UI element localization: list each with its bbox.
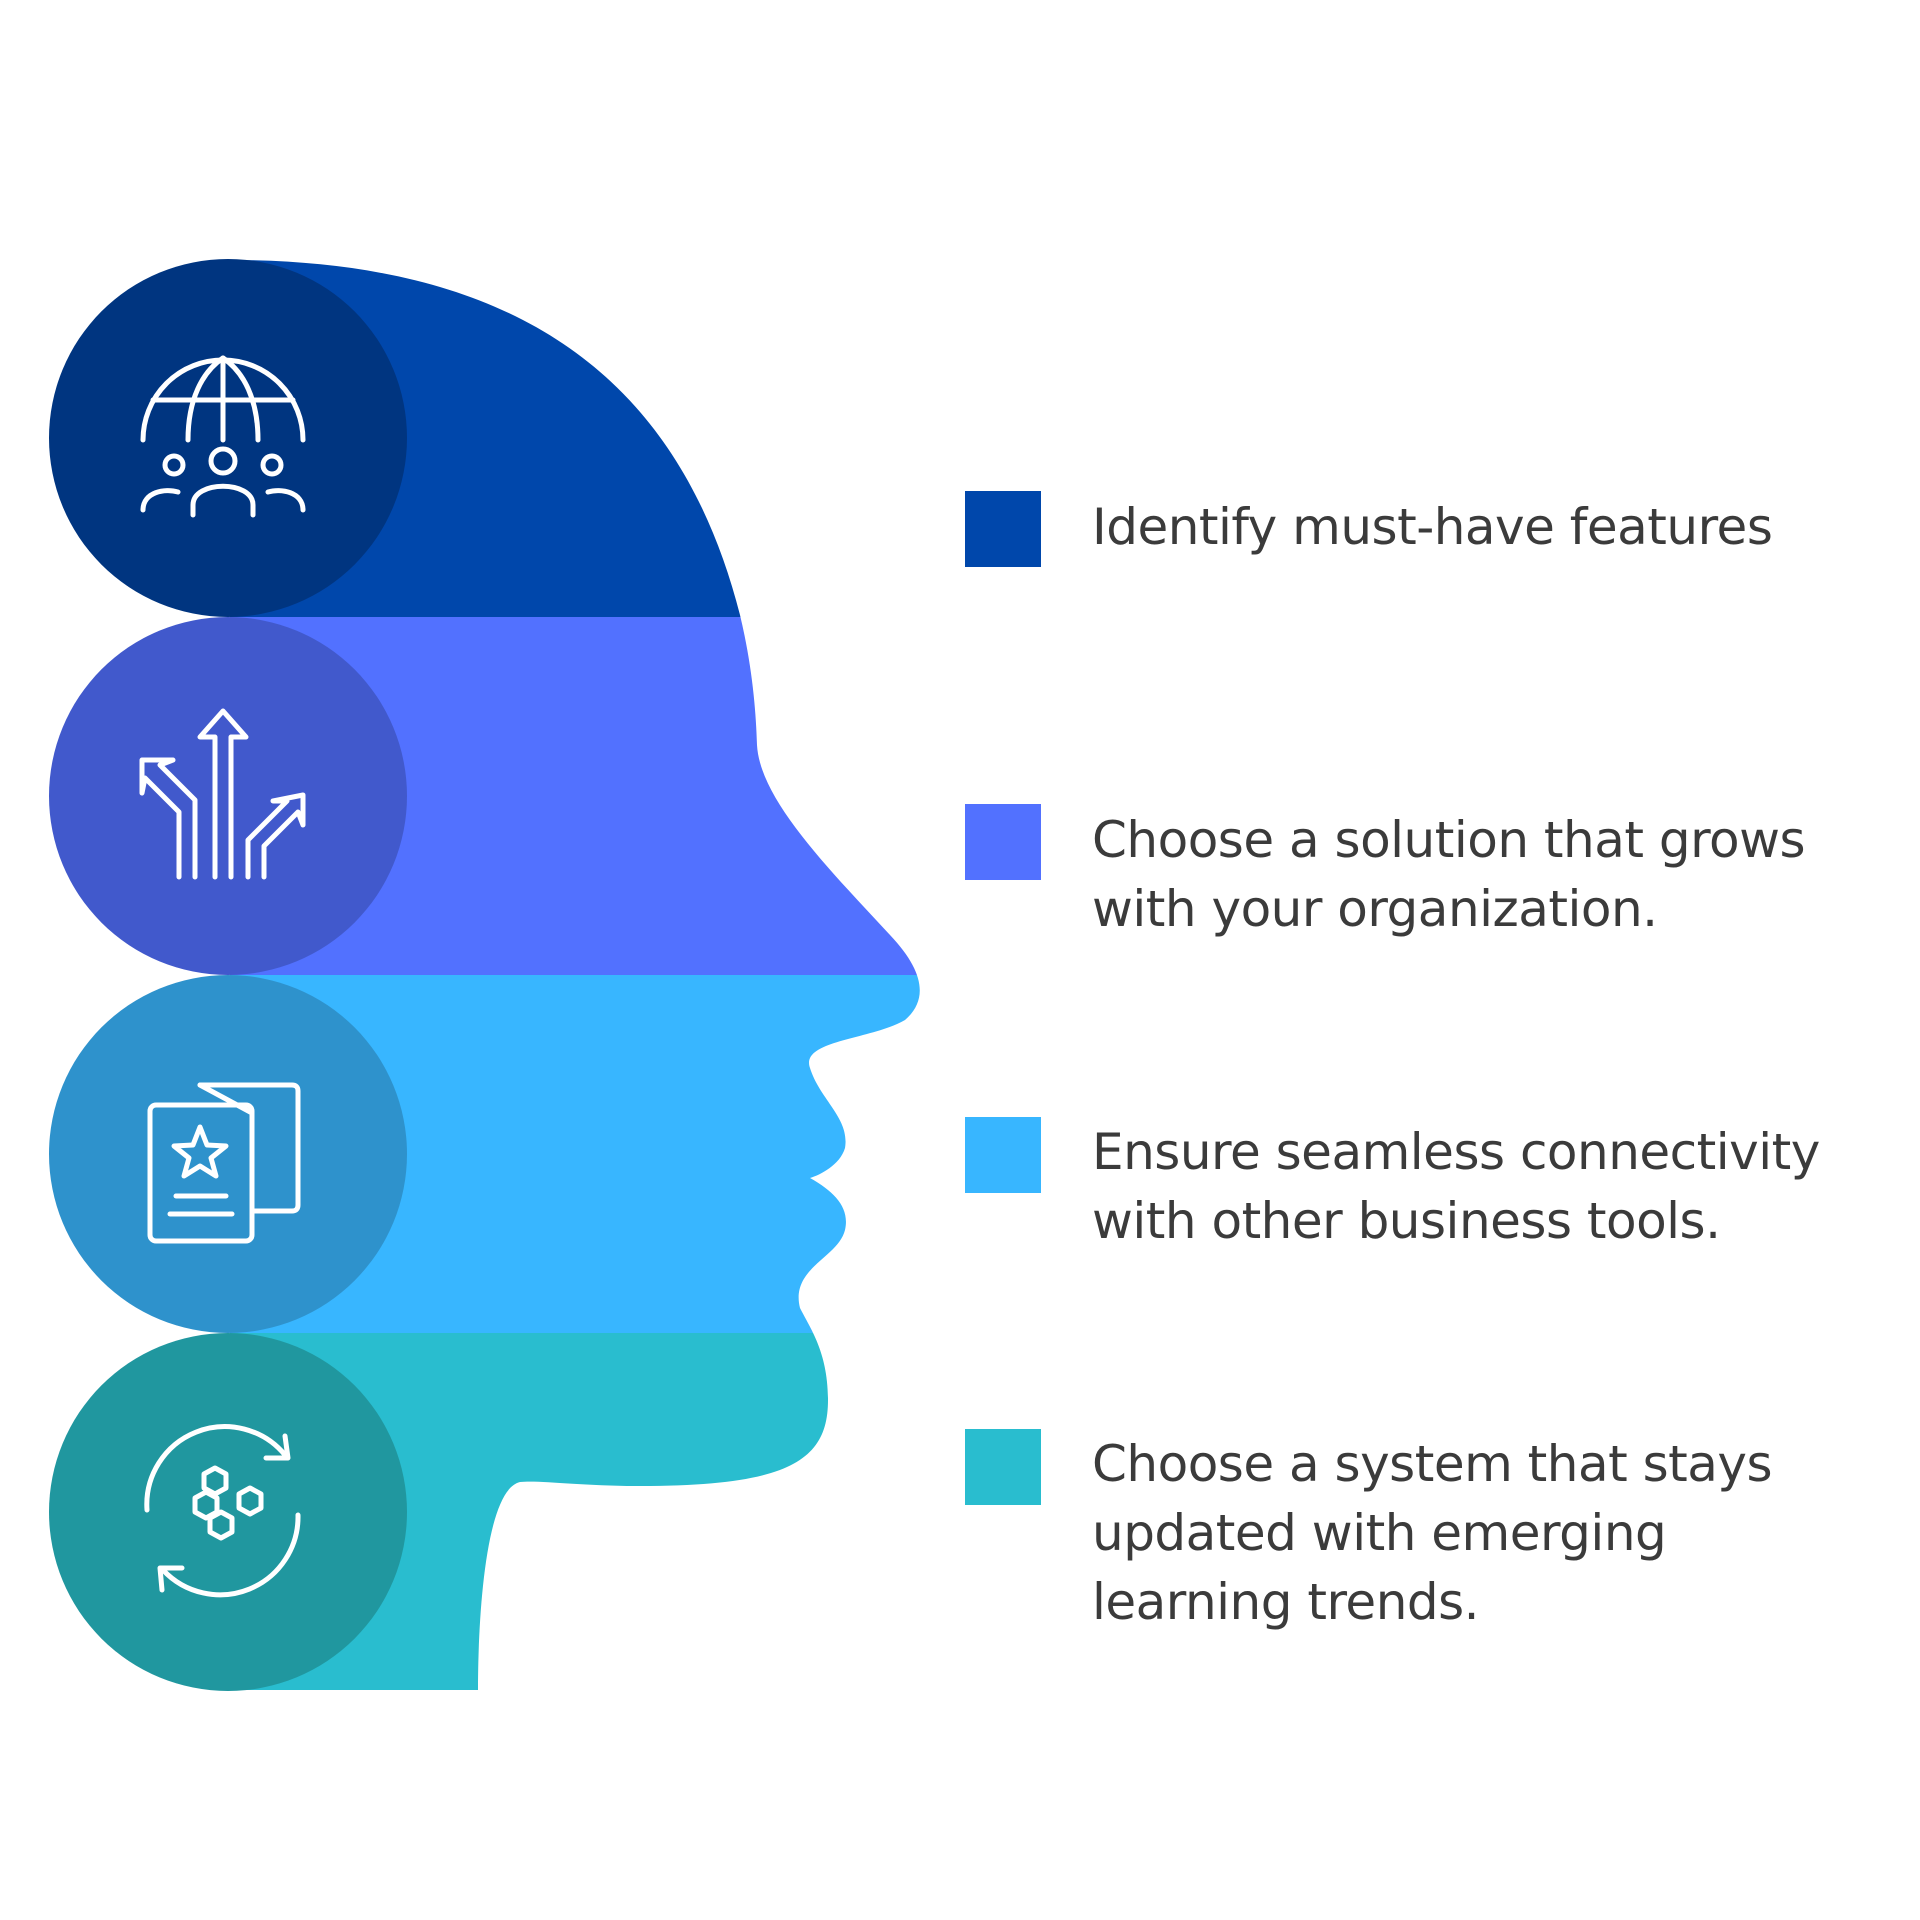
step-circle-3 [49, 975, 407, 1333]
step-circle-2 [49, 617, 407, 975]
legend-swatch-3 [965, 1117, 1041, 1193]
step-circle-4 [49, 1333, 407, 1691]
legend-label-4: Choose a system that stays updated with … [1092, 1435, 1773, 1631]
legend-label-3: Ensure seamless connectivity with other … [1092, 1123, 1820, 1250]
step-circle-1 [49, 259, 407, 617]
growth-arrows-icon [139, 708, 306, 880]
documents-star-icon [147, 1082, 301, 1244]
hexagons-refresh-icon [144, 1424, 301, 1598]
legend-swatch-1 [965, 491, 1041, 567]
legend-label-1: Identify must-have features [1092, 498, 1773, 556]
legend-swatch-4 [965, 1429, 1041, 1505]
legend-swatch-2 [965, 804, 1041, 880]
globe-people-icon [140, 355, 306, 518]
legend-label-2: Choose a solution that grows with your o… [1092, 811, 1806, 938]
